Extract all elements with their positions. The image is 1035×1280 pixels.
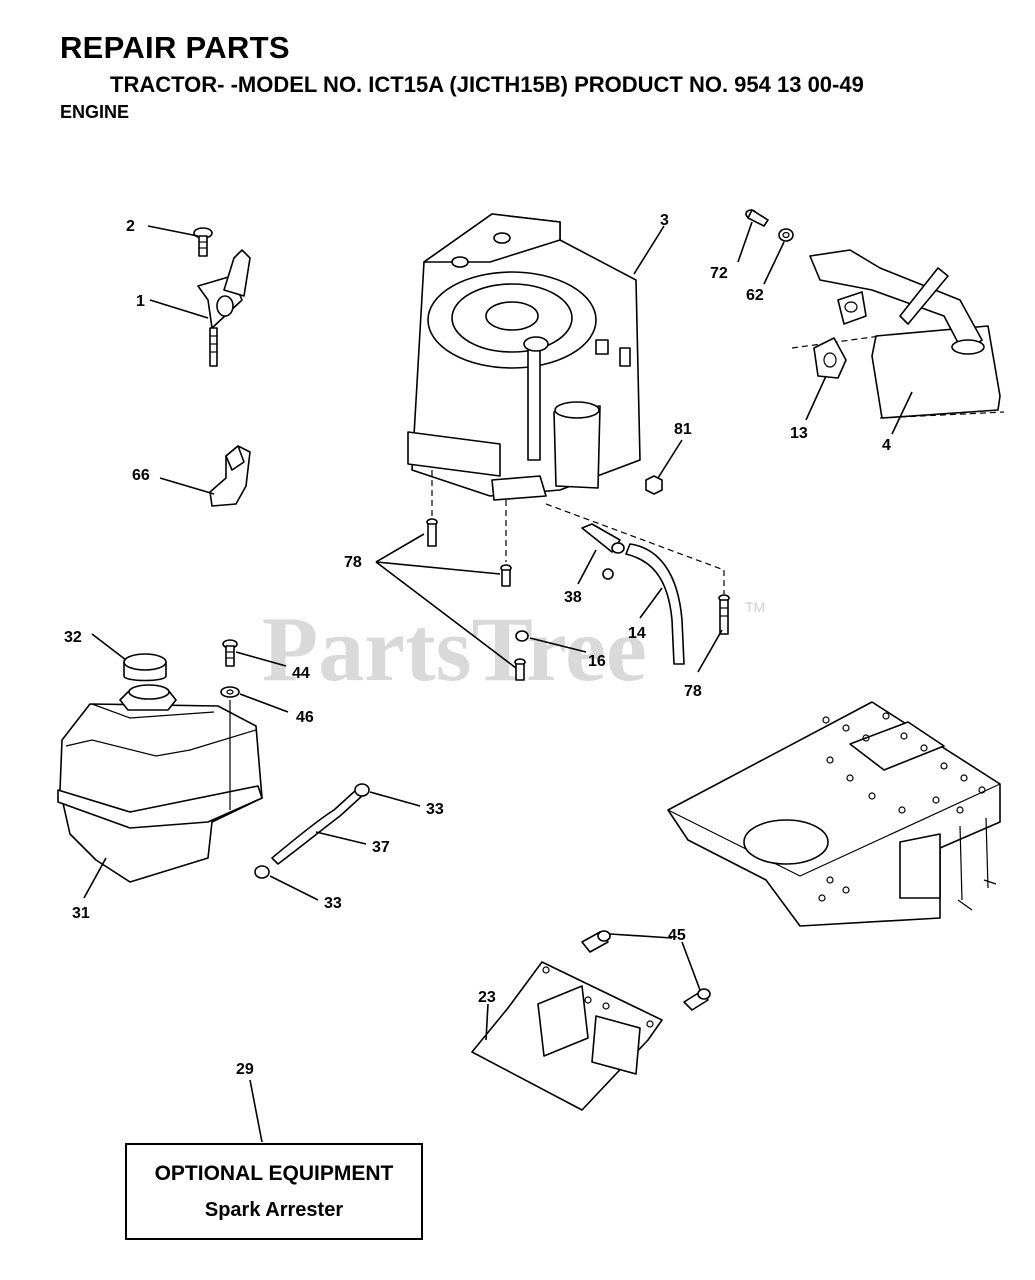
callout-78-left: 78 [344, 554, 362, 571]
mounting-plate-part [471, 961, 663, 1111]
fuel-hose-part [625, 543, 685, 665]
washer-part [778, 228, 794, 242]
fuel-cap-part [123, 653, 167, 682]
callout-16: 16 [588, 653, 606, 670]
optional-equipment-box: OPTIONAL EQUIPMENT Spark Arrester [125, 1143, 423, 1240]
callout-78-right: 78 [684, 683, 702, 700]
nut-part [645, 475, 663, 495]
callout-44: 44 [292, 665, 310, 682]
leader-lines [83, 221, 913, 1143]
screw-44-part [222, 639, 238, 667]
callout-23: 23 [478, 989, 496, 1006]
fuel-line-part [254, 783, 370, 879]
spark-arrester-label: Spark Arrester [204, 1199, 344, 1221]
washer-46-part [220, 686, 240, 698]
callout-13: 13 [790, 425, 808, 442]
callout-14: 14 [628, 625, 646, 642]
engine-part [407, 213, 641, 501]
tractor-frame-part [667, 701, 1001, 927]
bolt-78-part [426, 470, 730, 681]
gasket-part [813, 337, 847, 379]
callout-81: 81 [674, 421, 692, 438]
callout-1: 1 [136, 293, 145, 310]
bracket-part [209, 445, 251, 507]
callout-32: 32 [64, 629, 82, 646]
callout-46: 46 [296, 709, 314, 726]
muffler-part [791, 249, 1005, 419]
callout-4: 4 [882, 437, 891, 454]
callout-31: 31 [72, 905, 90, 922]
callout-37: 37 [372, 839, 390, 856]
fuel-filter-part [581, 523, 625, 580]
callout-66: 66 [132, 467, 150, 484]
callout-62: 62 [746, 287, 764, 304]
bolt-part [745, 209, 769, 227]
fuel-tank-part [57, 684, 263, 883]
callout-45: 45 [668, 927, 686, 944]
callout-2: 2 [126, 218, 135, 235]
callout-72: 72 [710, 265, 728, 282]
model-subtitle: TRACTOR- -MODEL NO. ICT15A (JICTH15B) PR… [110, 72, 864, 97]
watermark-tm: TM [745, 599, 765, 615]
clamp-part [515, 630, 529, 642]
throttle-control-part [197, 249, 251, 367]
watermark-text: PartsTree [262, 598, 647, 700]
callout-38: 38 [564, 589, 582, 606]
bolt-45-part [581, 930, 711, 1011]
callout-29: 29 [236, 1061, 254, 1078]
callout-3: 3 [660, 212, 669, 229]
callout-labels: 2 1 3 72 62 13 4 81 66 78 38 14 16 78 32… [64, 212, 891, 1078]
screw-part [193, 227, 213, 257]
callout-33-bottom: 33 [324, 895, 342, 912]
optional-equipment-title: OPTIONAL EQUIPMENT [154, 1162, 394, 1185]
callout-33-top: 33 [426, 801, 444, 818]
page-title: REPAIR PARTS [60, 30, 290, 65]
section-heading: ENGINE [60, 102, 130, 122]
